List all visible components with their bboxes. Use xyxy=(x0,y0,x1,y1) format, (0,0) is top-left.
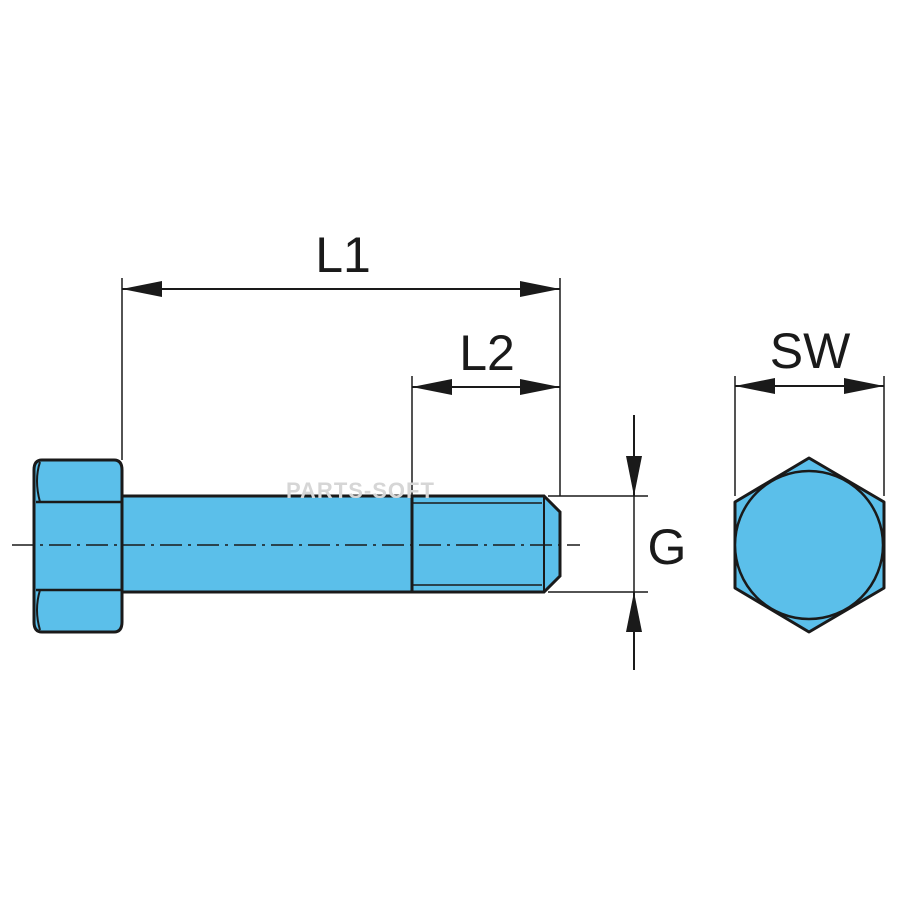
watermark: PARTS-SOFT xyxy=(286,478,435,503)
hex-end-view xyxy=(733,456,886,634)
l2-label: L2 xyxy=(459,325,515,381)
bolt-shank xyxy=(120,494,414,594)
extension-lines xyxy=(121,278,885,593)
bolt-head xyxy=(32,458,124,634)
bolt-thread xyxy=(399,494,562,594)
g-label: G xyxy=(648,519,687,575)
sw-label: SW xyxy=(770,323,851,379)
l1-label: L1 xyxy=(315,227,371,283)
